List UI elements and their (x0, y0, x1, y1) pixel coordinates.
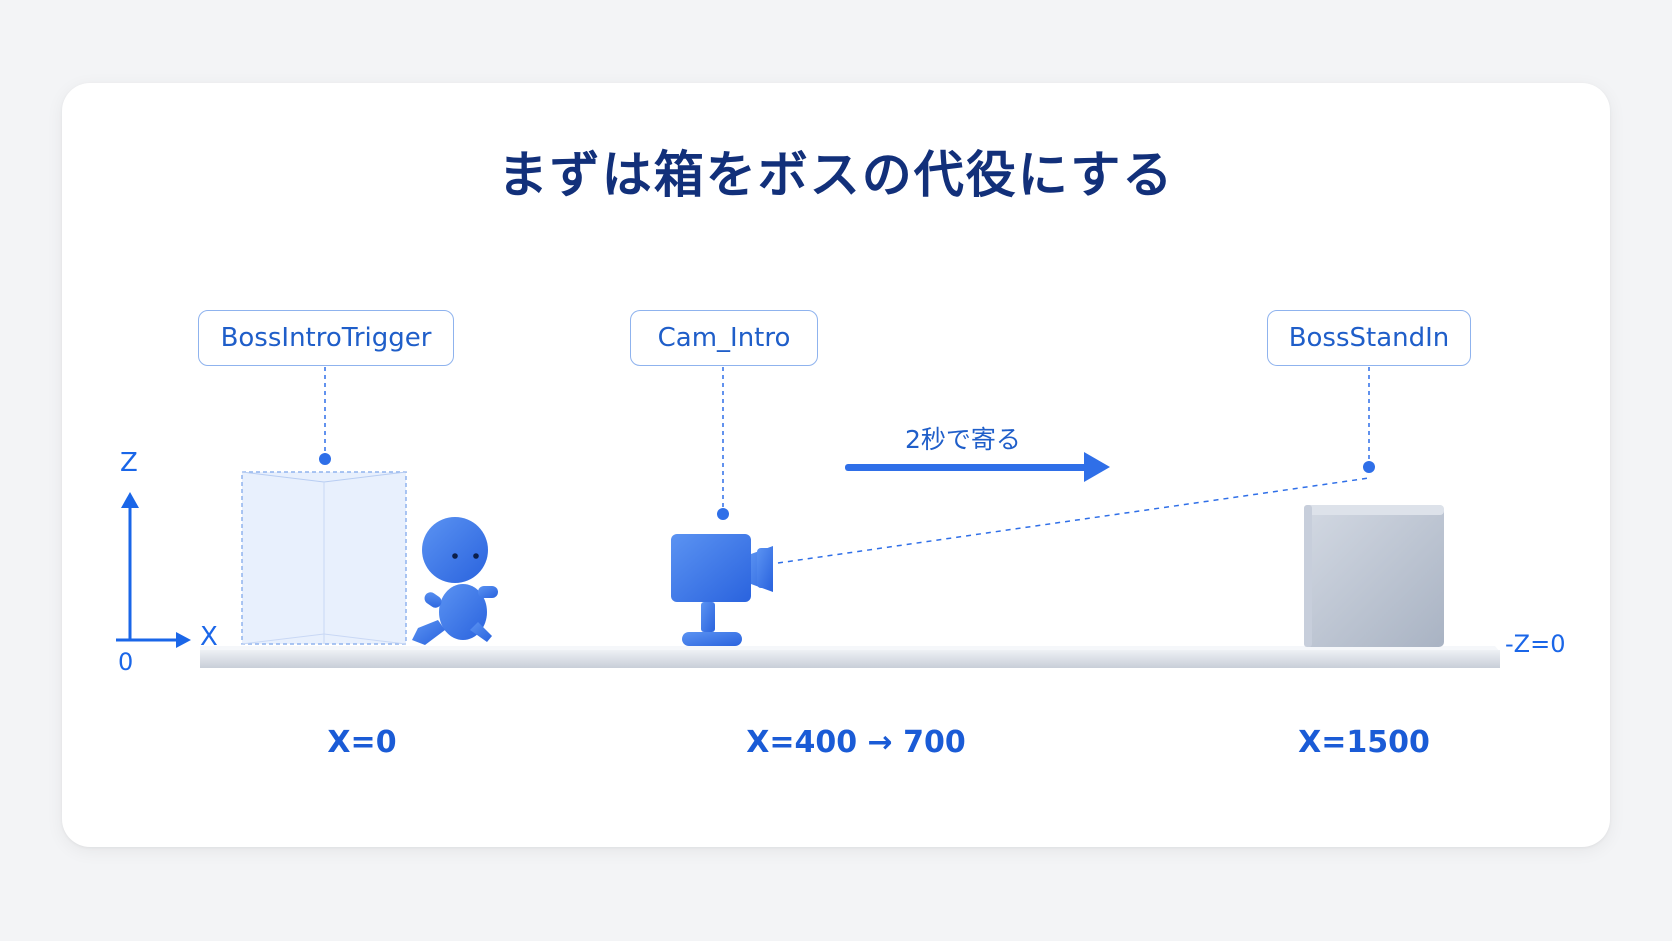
move-arrow (845, 452, 1110, 482)
anchor-dot-trigger (319, 453, 331, 465)
axis-label-z: Z (120, 448, 138, 478)
camera-sight-line (777, 477, 1370, 564)
label-boss-intro-trigger: BossIntroTrigger (198, 310, 454, 366)
ground-label: -Z=0 (1505, 630, 1566, 658)
position-label-trigger: X=0 (327, 725, 397, 760)
position-label-boss: X=1500 (1298, 725, 1430, 760)
diagram-title: まずは箱をボスの代役にする (497, 146, 1175, 204)
label-boss-stand-in: BossStandIn (1267, 310, 1471, 366)
anchor-dot-camera (717, 508, 729, 520)
diagram-card (62, 83, 1610, 847)
player-character-icon (412, 517, 498, 645)
axis-indicator (116, 492, 191, 648)
axis-label-origin: 0 (118, 648, 134, 676)
camera-icon (671, 534, 773, 646)
axis-label-x: X (200, 622, 218, 652)
position-label-camera: X=400 → 700 (746, 725, 966, 760)
ground-plane (200, 646, 1500, 668)
label-cam-intro: Cam_Intro (630, 310, 818, 366)
arrow-caption: 2秒で寄る (905, 425, 1021, 454)
anchor-dot-boss (1363, 461, 1375, 473)
boss-standin-box (1304, 505, 1444, 647)
trigger-volume (241, 471, 407, 645)
